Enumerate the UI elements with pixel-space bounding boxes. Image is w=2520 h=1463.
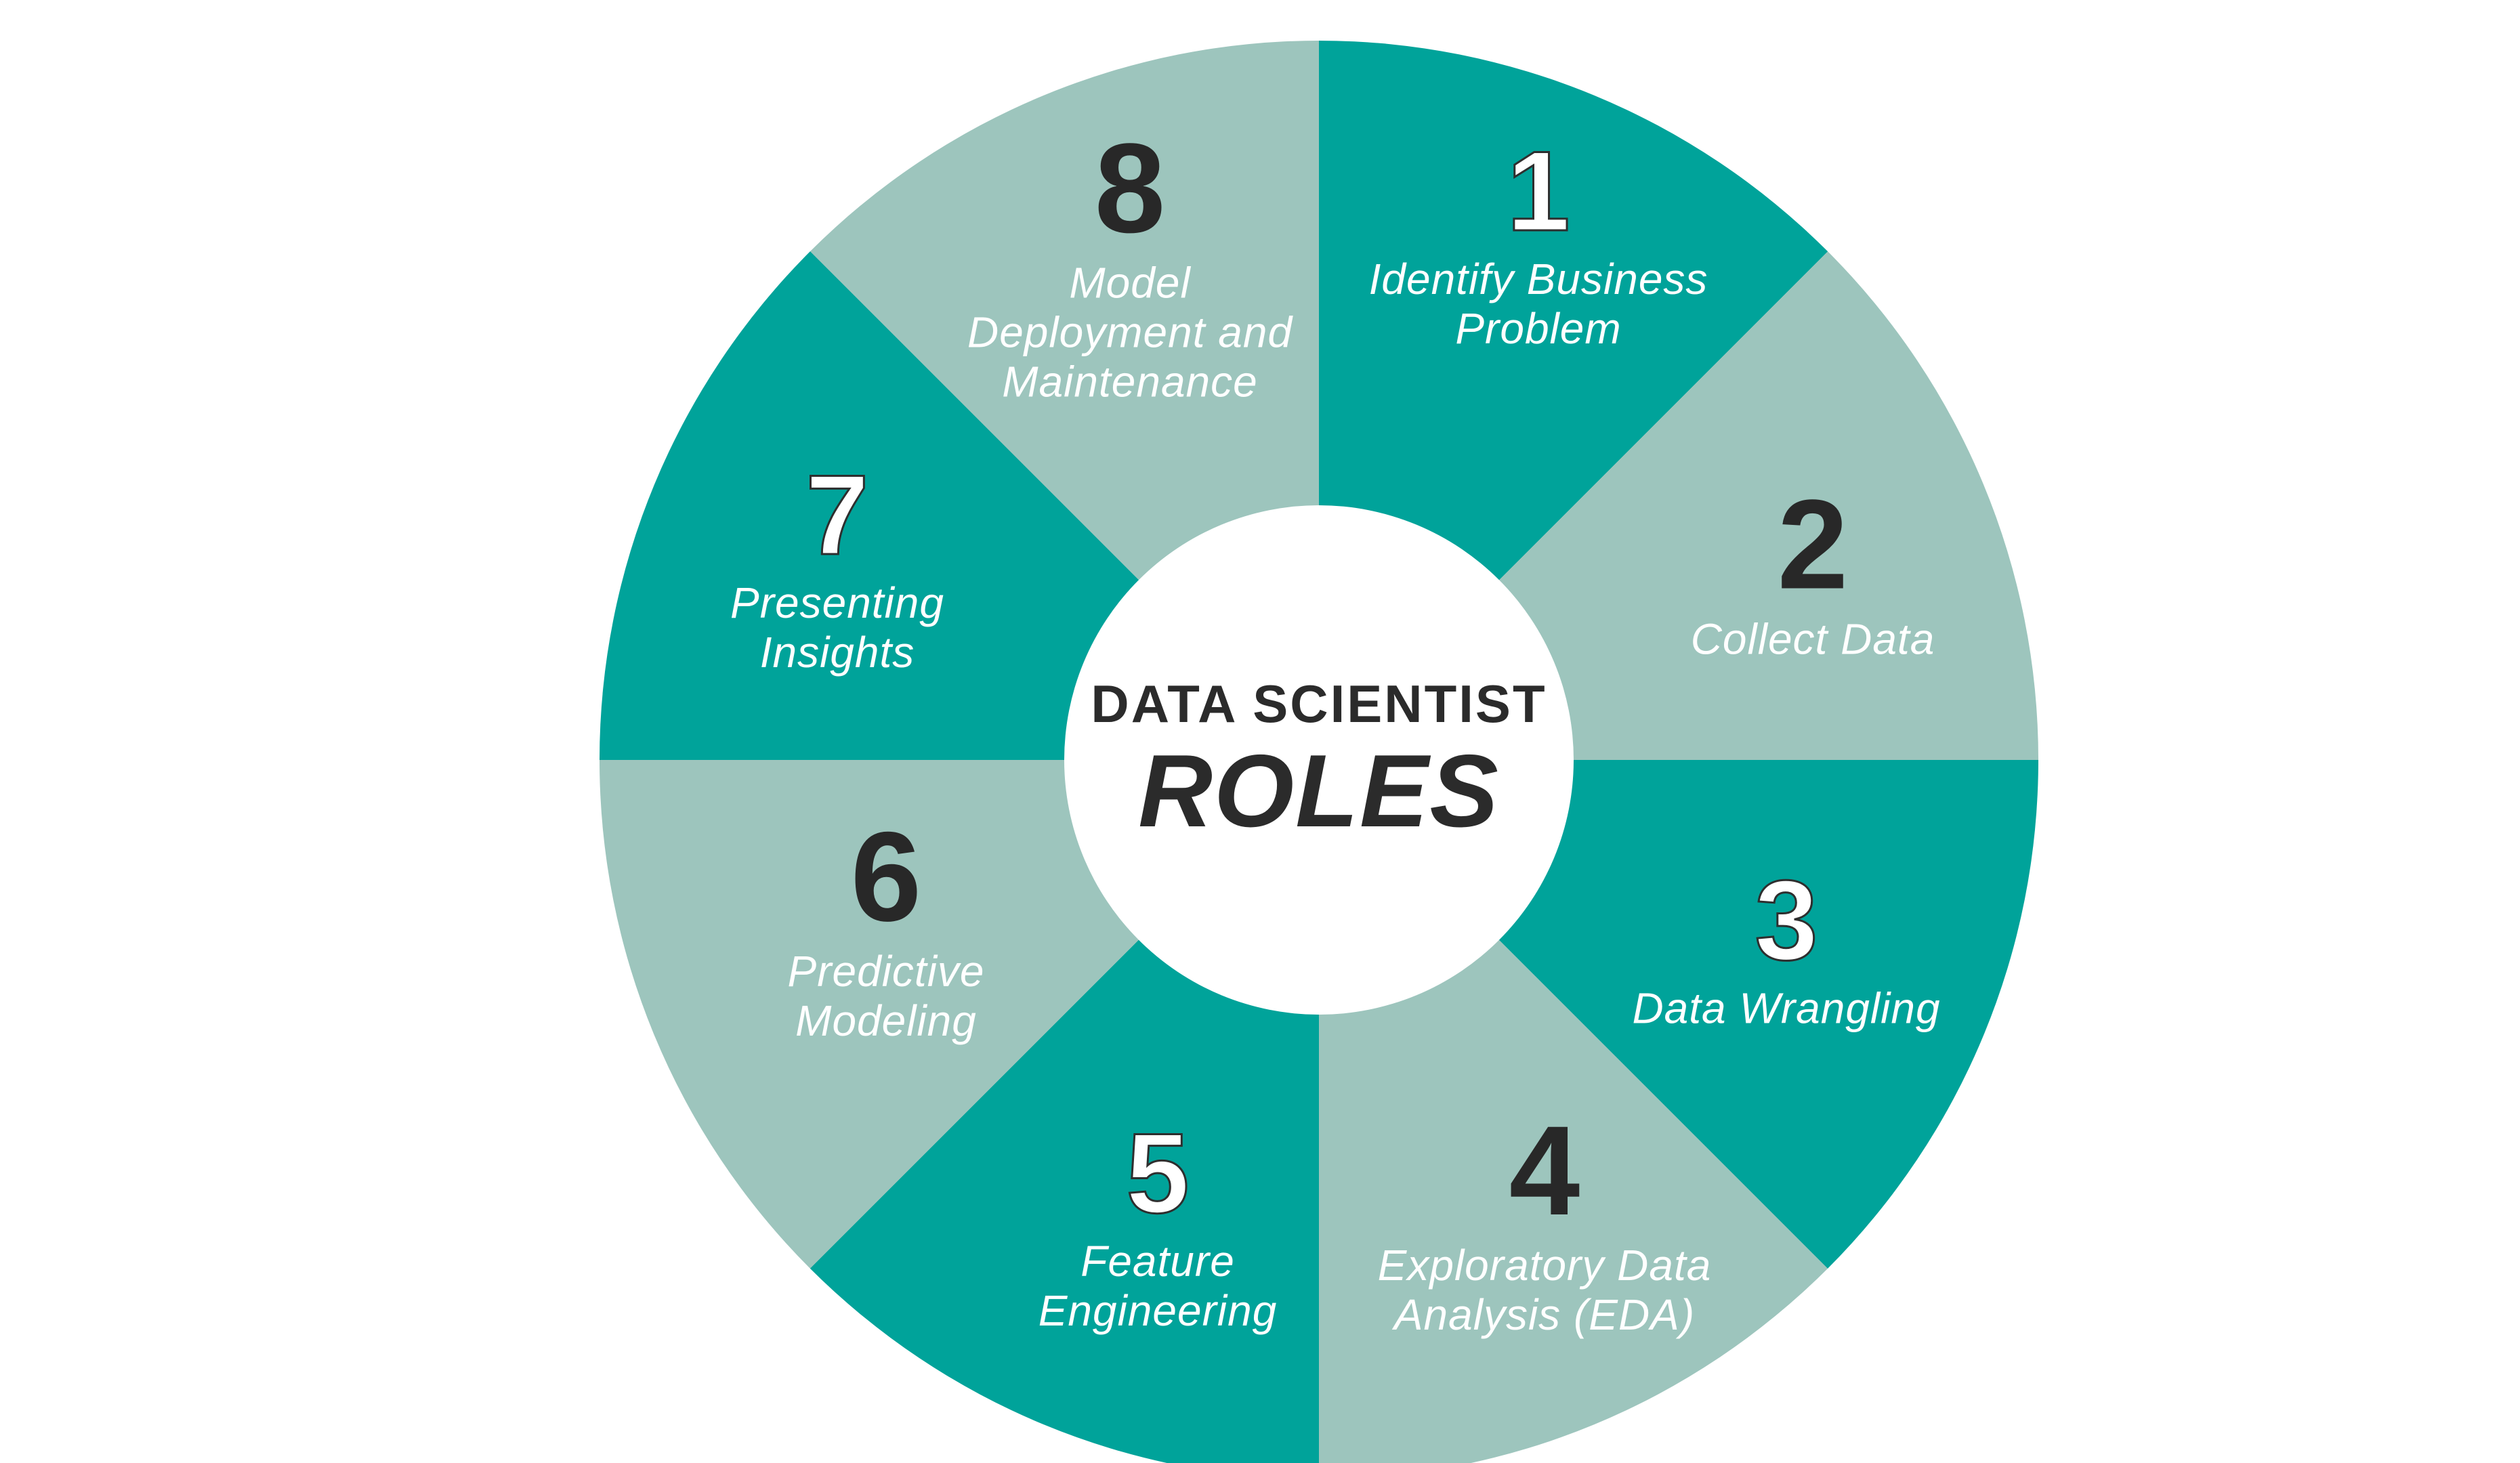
center-title: DATA SCIENTIST (1091, 674, 1547, 734)
center-hub: DATA SCIENTIST ROLES (1064, 505, 1574, 1015)
center-subtitle: ROLES (1138, 734, 1500, 849)
roles-wheel: DATA SCIENTIST ROLES (600, 41, 2038, 1463)
